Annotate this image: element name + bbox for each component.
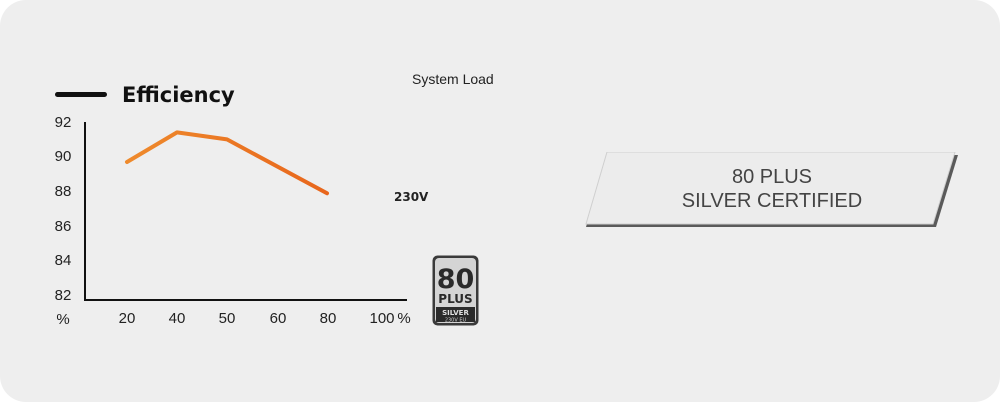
badge-line-2: SILVER CERTIFIED	[681, 190, 863, 212]
x-tick-label: 50	[219, 310, 236, 327]
y-tick-label: 86	[55, 218, 72, 235]
x-tick-label: 100	[369, 310, 394, 327]
logo-number: 80	[437, 264, 475, 295]
x-tick-label: 60	[270, 310, 287, 327]
y-tick-label: 90	[55, 148, 72, 165]
y-tick-label: 88	[55, 183, 72, 200]
x-unit-label: %	[397, 310, 410, 327]
x-tick-label: 80	[320, 310, 337, 327]
y-tick-label: 82	[55, 287, 72, 304]
logo-tier: SILVER	[442, 309, 469, 317]
series-label-230v: 230V	[394, 190, 429, 204]
y-tick-label: 92	[55, 114, 72, 131]
y-tick-label: 84	[55, 252, 72, 269]
certification-badge: 80 PLUS SILVER CERTIFIED	[584, 152, 960, 230]
series-line-230v	[125, 130, 329, 196]
logo-region: 230V EU	[445, 318, 467, 324]
chart-subtitle: System Load	[412, 71, 494, 87]
80-plus-silver-logo: 80 PLUS SILVER 230V EU	[432, 255, 479, 326]
logo-plus: PLUS	[438, 292, 472, 306]
legend-swatch	[55, 92, 107, 97]
chart-title: Efficiency	[122, 83, 235, 107]
x-tick-label: 20	[119, 310, 136, 327]
y-unit-label: %	[56, 311, 69, 328]
x-tick-label: 40	[169, 310, 186, 327]
badge-line-1: 80 PLUS	[731, 166, 813, 188]
